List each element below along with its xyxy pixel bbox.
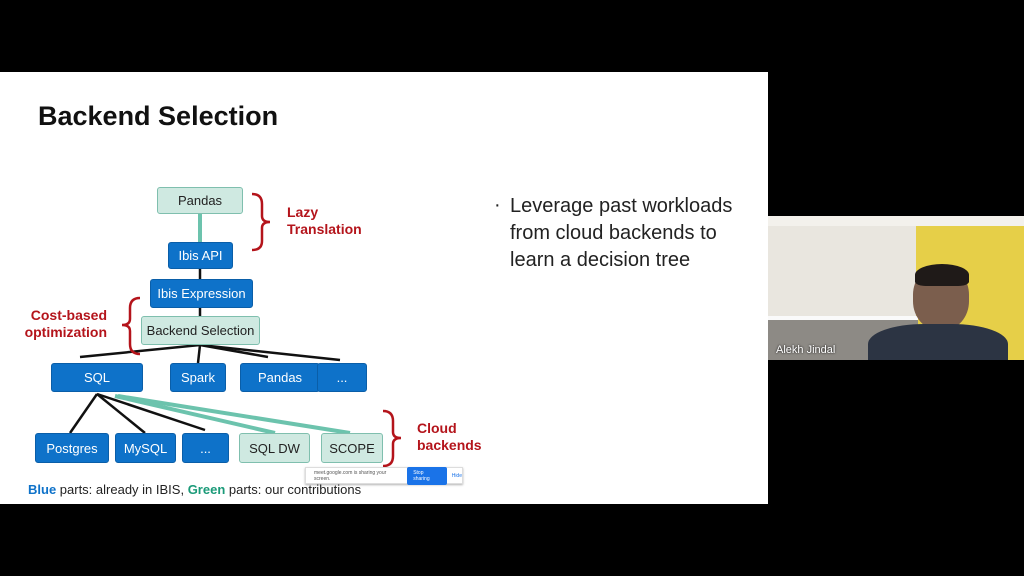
label-line: Cost-based <box>30 307 107 323</box>
slide-caption: Blue parts: already in IBIS, Green parts… <box>28 482 361 497</box>
node-mysql: MySQL <box>115 433 176 463</box>
node-sql: SQL <box>51 363 143 392</box>
share-message: meet.google.com is sharing your screen. <box>314 469 387 482</box>
bracket-cloud <box>382 409 402 468</box>
edge <box>96 393 146 434</box>
node-scope: SCOPE <box>321 433 383 463</box>
node-postgres: Postgres <box>35 433 109 463</box>
bullet-point: · Leverage past workloads from cloud back… <box>494 193 747 274</box>
edge <box>199 343 341 362</box>
label-line: backends <box>417 437 482 453</box>
node-pandas-frontend: Pandas <box>157 187 243 214</box>
label-line: Translation <box>287 221 362 237</box>
node-backend-selection: Backend Selection <box>141 316 260 345</box>
bracket-cost <box>121 296 141 356</box>
node-more-sql: ... <box>182 433 229 463</box>
participant-name: Alekh Jindal <box>776 344 836 356</box>
edge <box>96 392 206 432</box>
edge <box>114 394 276 435</box>
node-spark: Spark <box>170 363 226 392</box>
label-line: Lazy <box>287 204 319 220</box>
caption-blue: Blue <box>28 482 57 497</box>
node-ibis-expression: Ibis Expression <box>150 279 253 308</box>
stop-sharing-button[interactable]: Stop sharing <box>407 466 447 485</box>
presentation-slide <box>0 72 768 504</box>
bullet-text: Leverage past workloads from cloud backe… <box>510 195 733 271</box>
label-line: Cloud <box>417 420 457 436</box>
caption-green: Green <box>187 482 226 497</box>
caption-text: parts: our contributions <box>225 482 362 497</box>
caption-text: parts: already in IBIS, <box>56 482 188 497</box>
node-sql-dw: SQL DW <box>239 433 310 463</box>
label-line: optimization <box>24 324 107 340</box>
slide-title: Backend Selection <box>38 101 279 131</box>
hide-button[interactable]: Hide <box>451 472 462 479</box>
person-hair <box>915 264 969 286</box>
shelf <box>768 316 918 320</box>
node-pandas-backend: Pandas <box>240 363 320 392</box>
edge <box>68 393 99 434</box>
node-more-backends: ... <box>317 363 367 392</box>
person-body <box>868 324 1008 360</box>
ceiling <box>768 216 1024 226</box>
bullet-icon: · <box>494 194 501 216</box>
edge <box>79 343 201 359</box>
edge <box>117 394 351 435</box>
node-ibis-api: Ibis API <box>168 242 233 269</box>
participant-video[interactable]: Alekh Jindal <box>768 216 1024 360</box>
diagram-edges <box>68 192 402 468</box>
edge <box>196 344 202 364</box>
screen-share-bar: meet.google.com is sharing your screen. … <box>305 466 463 485</box>
bracket-lazy <box>251 192 271 252</box>
